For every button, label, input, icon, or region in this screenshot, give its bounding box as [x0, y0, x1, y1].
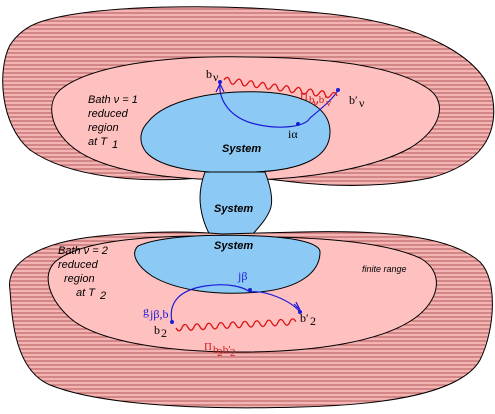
- bath-2-label-pi-sub4: 2: [230, 347, 236, 359]
- bath-2-label-pi: Π: [204, 341, 212, 353]
- bath-1-node-ialpha: [296, 122, 300, 126]
- bath-2-red-wiggle: [175, 318, 297, 332]
- bath-1-label-pi-sub: b: [309, 94, 315, 106]
- bath-1-node-bprime: [336, 88, 340, 92]
- bath-1-arrow-up: [215, 82, 225, 93]
- bath-2-arrow-right: [293, 301, 301, 311]
- bath-1-title-sub: 1: [112, 139, 118, 151]
- bath-2-label-b2-sub: 2: [161, 326, 167, 340]
- bath-2-system-label: System: [214, 240, 253, 252]
- bath-1-node-b: [218, 80, 222, 84]
- bath-1-title-line3: region: [88, 122, 119, 134]
- bath-2-label-b2prime-sub: 2: [310, 314, 316, 328]
- bath-2-label-b2prime: b′: [300, 311, 309, 325]
- bath-2-label-g-sub: jβ,b: [149, 307, 168, 321]
- bath-2-node-b2prime: [298, 310, 302, 314]
- bath-1-label-ialpha: iα: [288, 127, 298, 141]
- bath-1-label-b-sub: ν: [213, 70, 219, 84]
- bath-1-label-b: b: [206, 67, 212, 81]
- bath-2: Bath ν = 2 reduced region at T 2 System …: [9, 231, 493, 409]
- system-connector: System: [199, 171, 273, 236]
- bath-2-finite-range: finite range: [362, 264, 407, 274]
- bath-1-system-label: System: [222, 143, 261, 155]
- connector-system-label: System: [214, 203, 253, 215]
- bath-2-title-line1: Bath ν = 2: [58, 245, 108, 257]
- bath-1-label-bprime-sub: ν: [359, 96, 365, 110]
- bath-1-title-line4: at T: [88, 136, 108, 148]
- bath-1-label-pi-sub2: ν: [313, 97, 318, 109]
- bath-1-system-region: [140, 91, 331, 174]
- bath-2-label-g: g: [143, 304, 149, 318]
- bath-1-title-line1: Bath ν = 1: [88, 94, 138, 106]
- bath-2-label-jbeta: jβ: [237, 269, 247, 283]
- bath-2-blue-path-right: [249, 291, 301, 313]
- bath-1-red-wiggle: [223, 76, 338, 99]
- bath-1-label-bprime: b′: [349, 93, 358, 107]
- bath-1-blue-path-upper: [309, 89, 339, 119]
- bath-2-label-pi-sub: b: [213, 344, 219, 356]
- bath-2-node-b2: [170, 320, 174, 324]
- bath-1-title-line2: reduced: [88, 108, 129, 120]
- bath-1-label-pi-sub4: ν: [326, 97, 331, 109]
- bath-2-label-pi-sub2: 2: [217, 347, 223, 359]
- bath-1-label-pi-sub3: ,b′: [316, 94, 327, 106]
- bath-2-node-jbeta: [248, 288, 252, 292]
- bath-2-title-line4: at T: [76, 287, 96, 299]
- bath-2-blue-path: [170, 284, 251, 323]
- bath-1: Bath ν = 1 reduced region at T 1 System …: [2, 6, 495, 186]
- bath-1-label-pi: Π: [300, 91, 308, 103]
- bath-2-label-pi-sub3: ,b′: [220, 344, 231, 356]
- bath-2-system-region: [134, 234, 321, 294]
- bath-2-title-line2: reduced: [58, 259, 99, 271]
- bath-2-title-sub: 2: [99, 290, 106, 302]
- bath-2-title-line3: region: [64, 273, 95, 285]
- bath-2-label-b2: b: [154, 323, 160, 337]
